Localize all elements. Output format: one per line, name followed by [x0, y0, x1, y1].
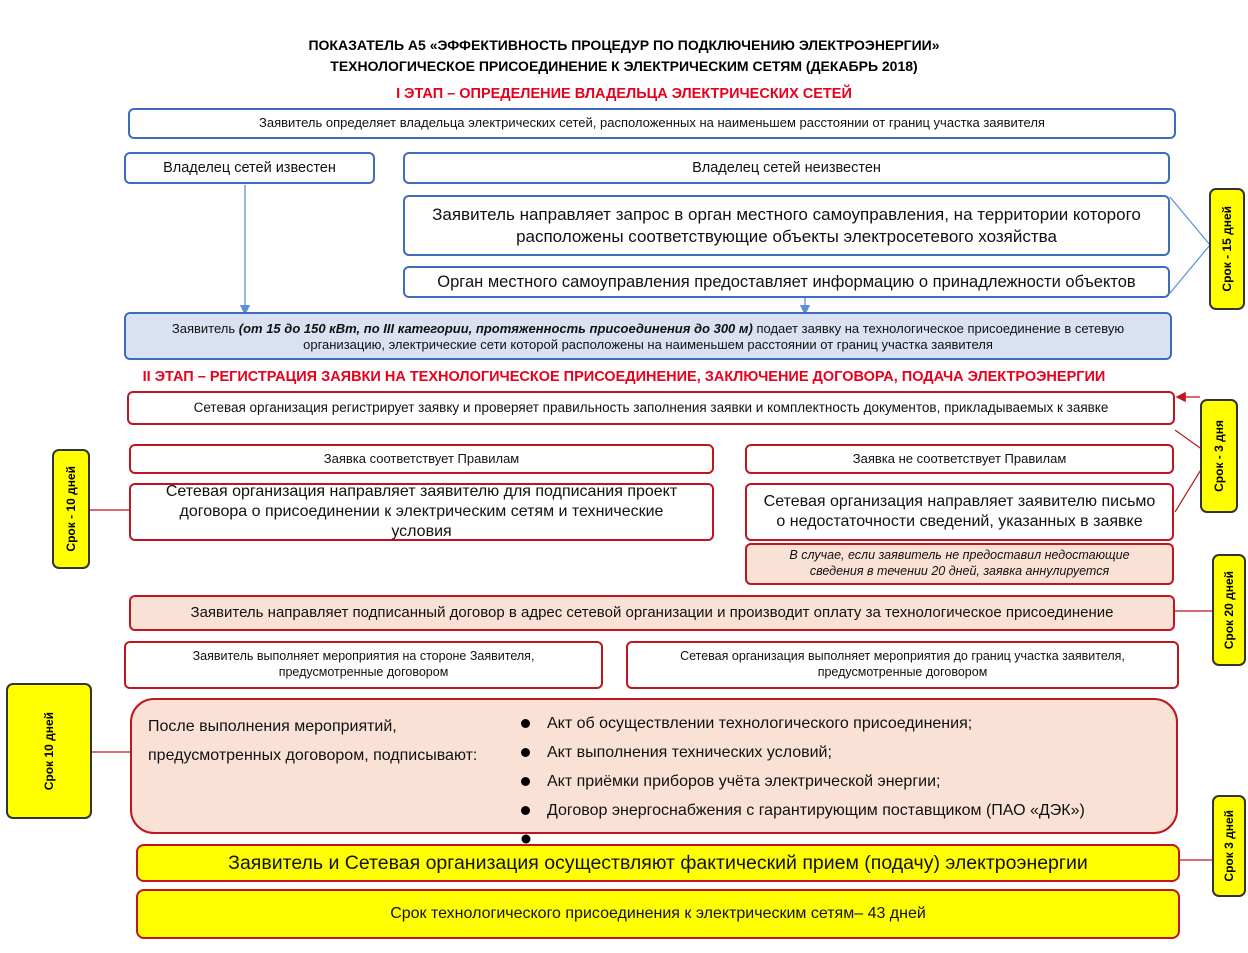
signing-intro-line-2: предусмотренных договором, подписывают:	[148, 747, 478, 764]
stray-bullet	[521, 834, 531, 844]
application-bold: (от 15 до 150 кВт, по III категории, про…	[238, 321, 753, 336]
annul-note-box: В случае, если заявитель не предоставил …	[745, 543, 1174, 585]
bullet-icon	[521, 806, 530, 815]
application-box: Заявитель (от 15 до 150 кВт, по III кате…	[124, 312, 1172, 360]
network-activities-box: Сетевая организация выполняет мероприяти…	[626, 641, 1179, 689]
act-item: Акт выполнения технических условий;	[521, 743, 1085, 772]
bullet-icon	[521, 719, 530, 728]
owner-known-box: Владелец сетей известен	[124, 152, 375, 184]
not-complies-box: Заявка не соответствует Правилам	[745, 444, 1174, 474]
send-contract-box: Сетевая организация направляет заявителю…	[129, 483, 714, 541]
determine-owner-box: Заявитель определяет владельца электриче…	[128, 108, 1176, 139]
signing-intro: После выполнения мероприятий, предусмотр…	[148, 712, 477, 770]
send-letter-box: Сетевая организация направляет заявителю…	[745, 483, 1174, 541]
register-box: Сетевая организация регистрирует заявку …	[127, 391, 1175, 425]
bullet-icon	[521, 777, 530, 786]
request-local-gov-box: Заявитель направляет запрос в орган мест…	[403, 195, 1170, 256]
act-item: Договор энергоснабжения с гарантирующим …	[521, 801, 1085, 830]
bullet-icon	[521, 748, 530, 757]
application-prefix: Заявитель	[171, 321, 239, 336]
local-gov-info-box: Орган местного самоуправления предоставл…	[403, 266, 1170, 298]
application-suffix: подает заявку на технологическое присоед…	[303, 321, 1125, 353]
bracket-15-days	[1169, 196, 1211, 294]
deadline-3-days-b: Срок 3 дней	[1212, 795, 1246, 897]
act-item: Акт приёмки приборов учёта электрической…	[521, 772, 1085, 801]
deadline-15-days: Срок - 15 дней	[1209, 188, 1245, 310]
owner-unknown-box: Владелец сетей неизвестен	[403, 152, 1170, 184]
applicant-activities-box: Заявитель выполняет мероприятия на сторо…	[124, 641, 603, 689]
act-item: Акт об осуществлении технологического пр…	[521, 714, 1085, 743]
deadline-10-days-a: Срок - 10 дней	[52, 449, 90, 569]
deadline-3-days: Срок - 3 дня	[1200, 399, 1238, 513]
signed-contract-box: Заявитель направляет подписанный договор…	[129, 595, 1175, 631]
stage-2-heading: II ЭТАП – РЕГИСТРАЦИЯ ЗАЯВКИ НА ТЕХНОЛОГ…	[142, 369, 1106, 385]
total-deadline-box: Срок технологического присоединения к эл…	[136, 889, 1180, 939]
title-line-2: ТЕХНОЛОГИЧЕСКОЕ ПРИСОЕДИНЕНИЕ К ЭЛЕКТРИЧ…	[330, 58, 918, 74]
signing-box: После выполнения мероприятий, предусмотр…	[130, 698, 1178, 834]
deadline-20-days: Срок 20 дней	[1212, 554, 1246, 666]
acts-list: Акт об осуществлении технологического пр…	[521, 714, 1085, 830]
deadline-10-days-b: Срок 10 дней	[6, 683, 92, 819]
stage-1-heading: I ЭТАП – ОПРЕДЕЛЕНИЕ ВЛАДЕЛЬЦА ЭЛЕКТРИЧЕ…	[396, 86, 852, 102]
complies-box: Заявка соответствует Правилам	[129, 444, 714, 474]
signing-intro-line-1: После выполнения мероприятий,	[148, 718, 397, 735]
actual-supply-box: Заявитель и Сетевая организация осуществ…	[136, 844, 1180, 882]
title-line-1: ПОКАЗАТЕЛЬ А5 «ЭФФЕКТИВНОСТЬ ПРОЦЕДУР ПО…	[308, 37, 940, 53]
